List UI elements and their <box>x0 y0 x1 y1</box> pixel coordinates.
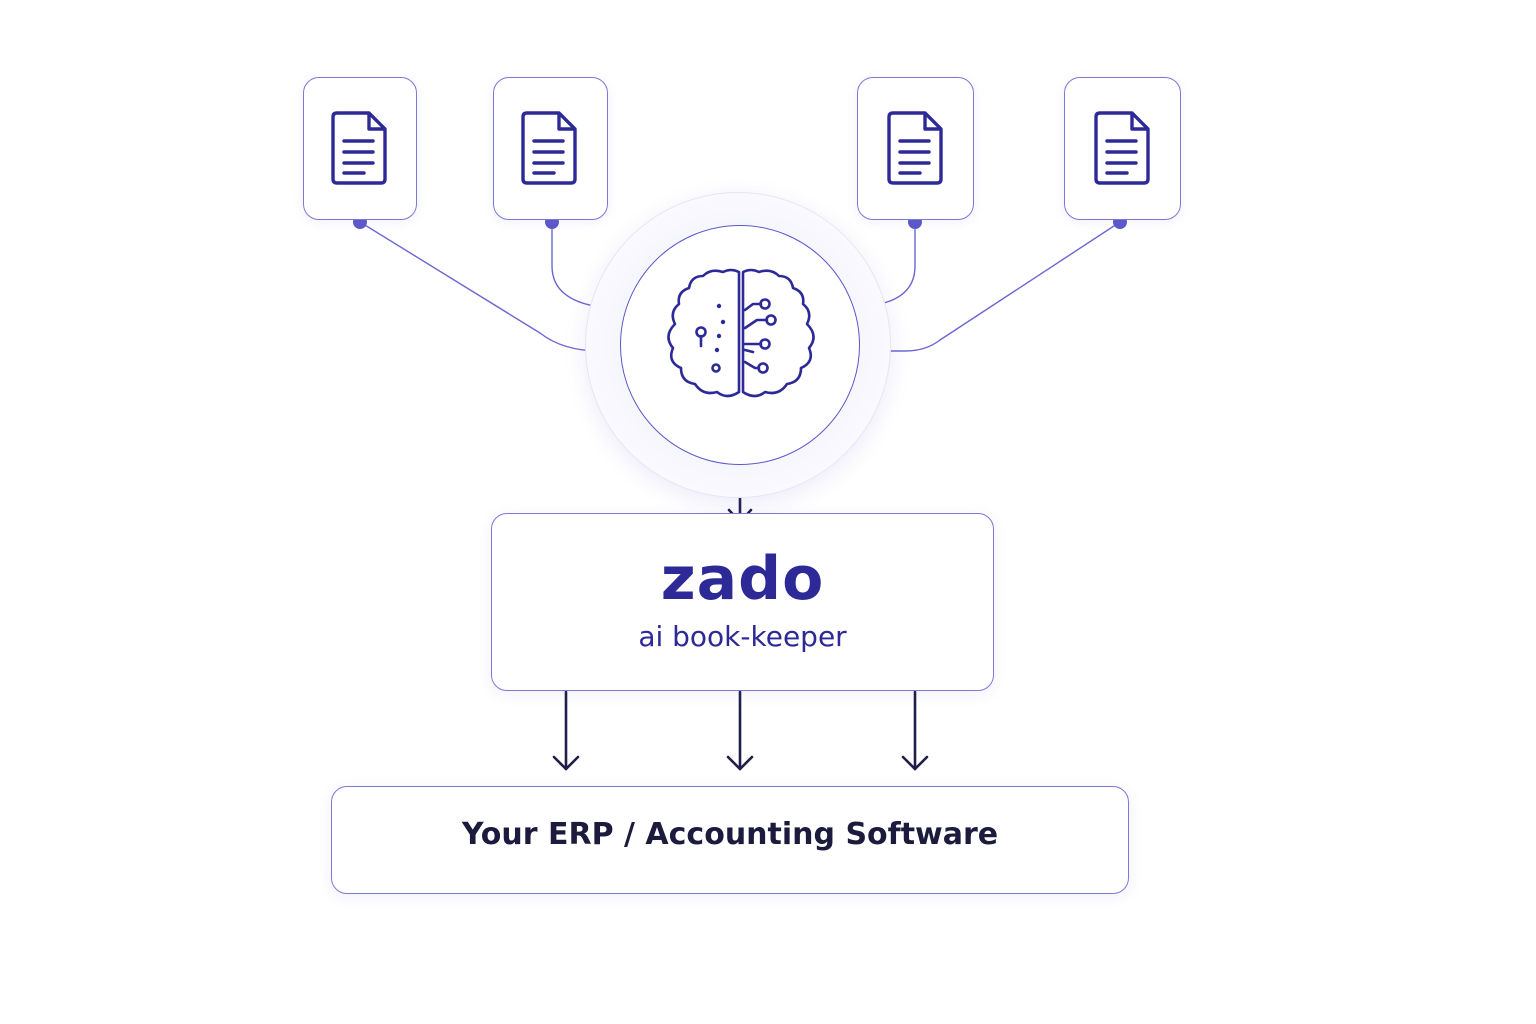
connector-line-1 <box>359 221 624 352</box>
arrow-engine-to-target-3 <box>901 690 929 771</box>
document-icon <box>331 111 387 185</box>
document-icon <box>887 111 943 185</box>
arrow-engine-to-target-1 <box>552 690 580 771</box>
ai-brain-node <box>620 225 860 465</box>
ai-bookkeeper-box: zado ai book-keeper <box>491 513 994 691</box>
erp-label: Your ERP / Accounting Software <box>461 817 999 852</box>
document-icon <box>1094 111 1150 185</box>
document-card-2 <box>493 77 608 220</box>
document-card-4 <box>1064 77 1181 220</box>
brain-circuit-icon <box>667 268 815 398</box>
document-card-1 <box>303 77 417 220</box>
brand-title: zado <box>660 544 825 614</box>
document-card-3 <box>857 77 974 220</box>
erp-target-box: Your ERP / Accounting Software <box>331 786 1129 894</box>
arrow-engine-to-target-2 <box>726 690 754 771</box>
brand-subtitle: ai book-keeper <box>638 620 847 653</box>
connector-line-4 <box>858 221 1121 352</box>
document-icon <box>521 111 577 185</box>
